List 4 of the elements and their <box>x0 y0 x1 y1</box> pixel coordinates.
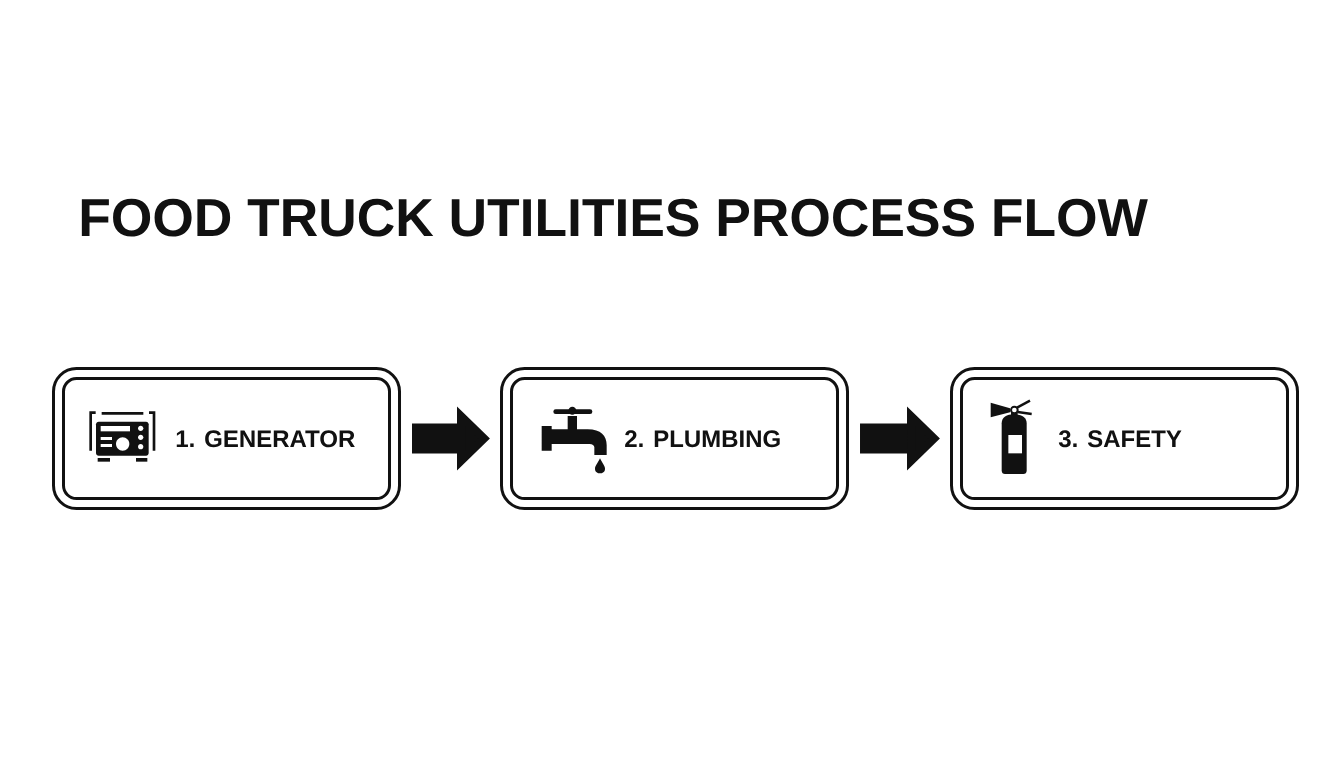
title: FOOD TRUCK UTILITIES PROCESS FLOW <box>81 198 1148 237</box>
process-box: 1. GENERATOR <box>52 367 401 510</box>
process-box: 2. PLUMBING <box>500 367 849 510</box>
process-box: 3. SAFETY <box>950 367 1299 510</box>
